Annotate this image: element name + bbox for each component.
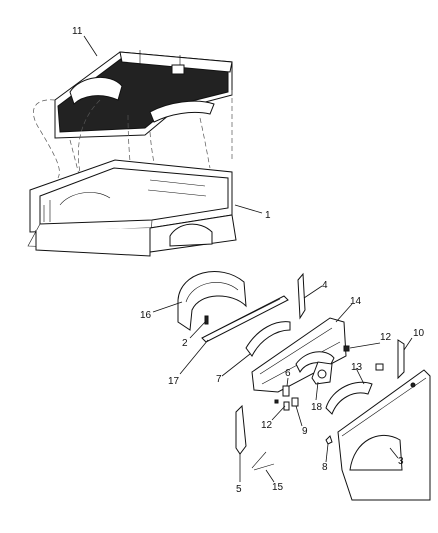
callout-8: 8	[322, 462, 328, 473]
part-10-bracket	[397, 339, 405, 380]
bed-liner	[54, 50, 233, 139]
callout-labels: 11 1 16 2 17 4 14 12 10 13 7 6 18 12 9 8…	[72, 26, 425, 495]
part-14-inner-panel	[251, 317, 347, 393]
callout-1: 1	[265, 210, 271, 221]
callout-3: 3	[398, 456, 404, 467]
callout-9: 9	[302, 426, 308, 437]
callout-6: 6	[285, 368, 291, 379]
callout-11: 11	[72, 26, 83, 37]
part-3-outer-side	[337, 369, 431, 501]
part-12-clip-lower	[274, 399, 290, 411]
part-13-flare	[325, 381, 373, 415]
callout-7: 7	[216, 374, 222, 385]
leader-lines	[83, 35, 413, 483]
part-16-wheelhouse	[177, 271, 247, 331]
part-17-rail	[201, 295, 289, 343]
part-7-arch	[245, 321, 291, 357]
part-8-screw	[325, 435, 333, 445]
callout-5: 5	[236, 484, 242, 495]
callout-12: 12	[380, 332, 392, 343]
truck-bed	[27, 159, 237, 257]
part-5-bracket	[235, 404, 247, 455]
callout-4: 4	[322, 280, 328, 291]
part-18-fuel-housing	[311, 361, 333, 385]
callout-14: 14	[350, 296, 362, 307]
part-4-bracket	[297, 272, 306, 320]
callout-16: 16	[140, 310, 152, 321]
callout-15: 15	[272, 482, 284, 493]
callout-18: 18	[311, 402, 323, 413]
part-9-clip	[291, 397, 299, 407]
part-15-seal	[251, 451, 275, 471]
callout-12-lower: 12	[261, 420, 273, 431]
callout-10: 10	[413, 328, 425, 339]
callout-17: 17	[168, 376, 180, 387]
callout-13: 13	[351, 362, 363, 373]
callout-2: 2	[182, 338, 188, 349]
part-6-block	[282, 385, 290, 397]
part-2-clip	[204, 315, 209, 325]
part-12-clip-upper	[343, 345, 384, 371]
